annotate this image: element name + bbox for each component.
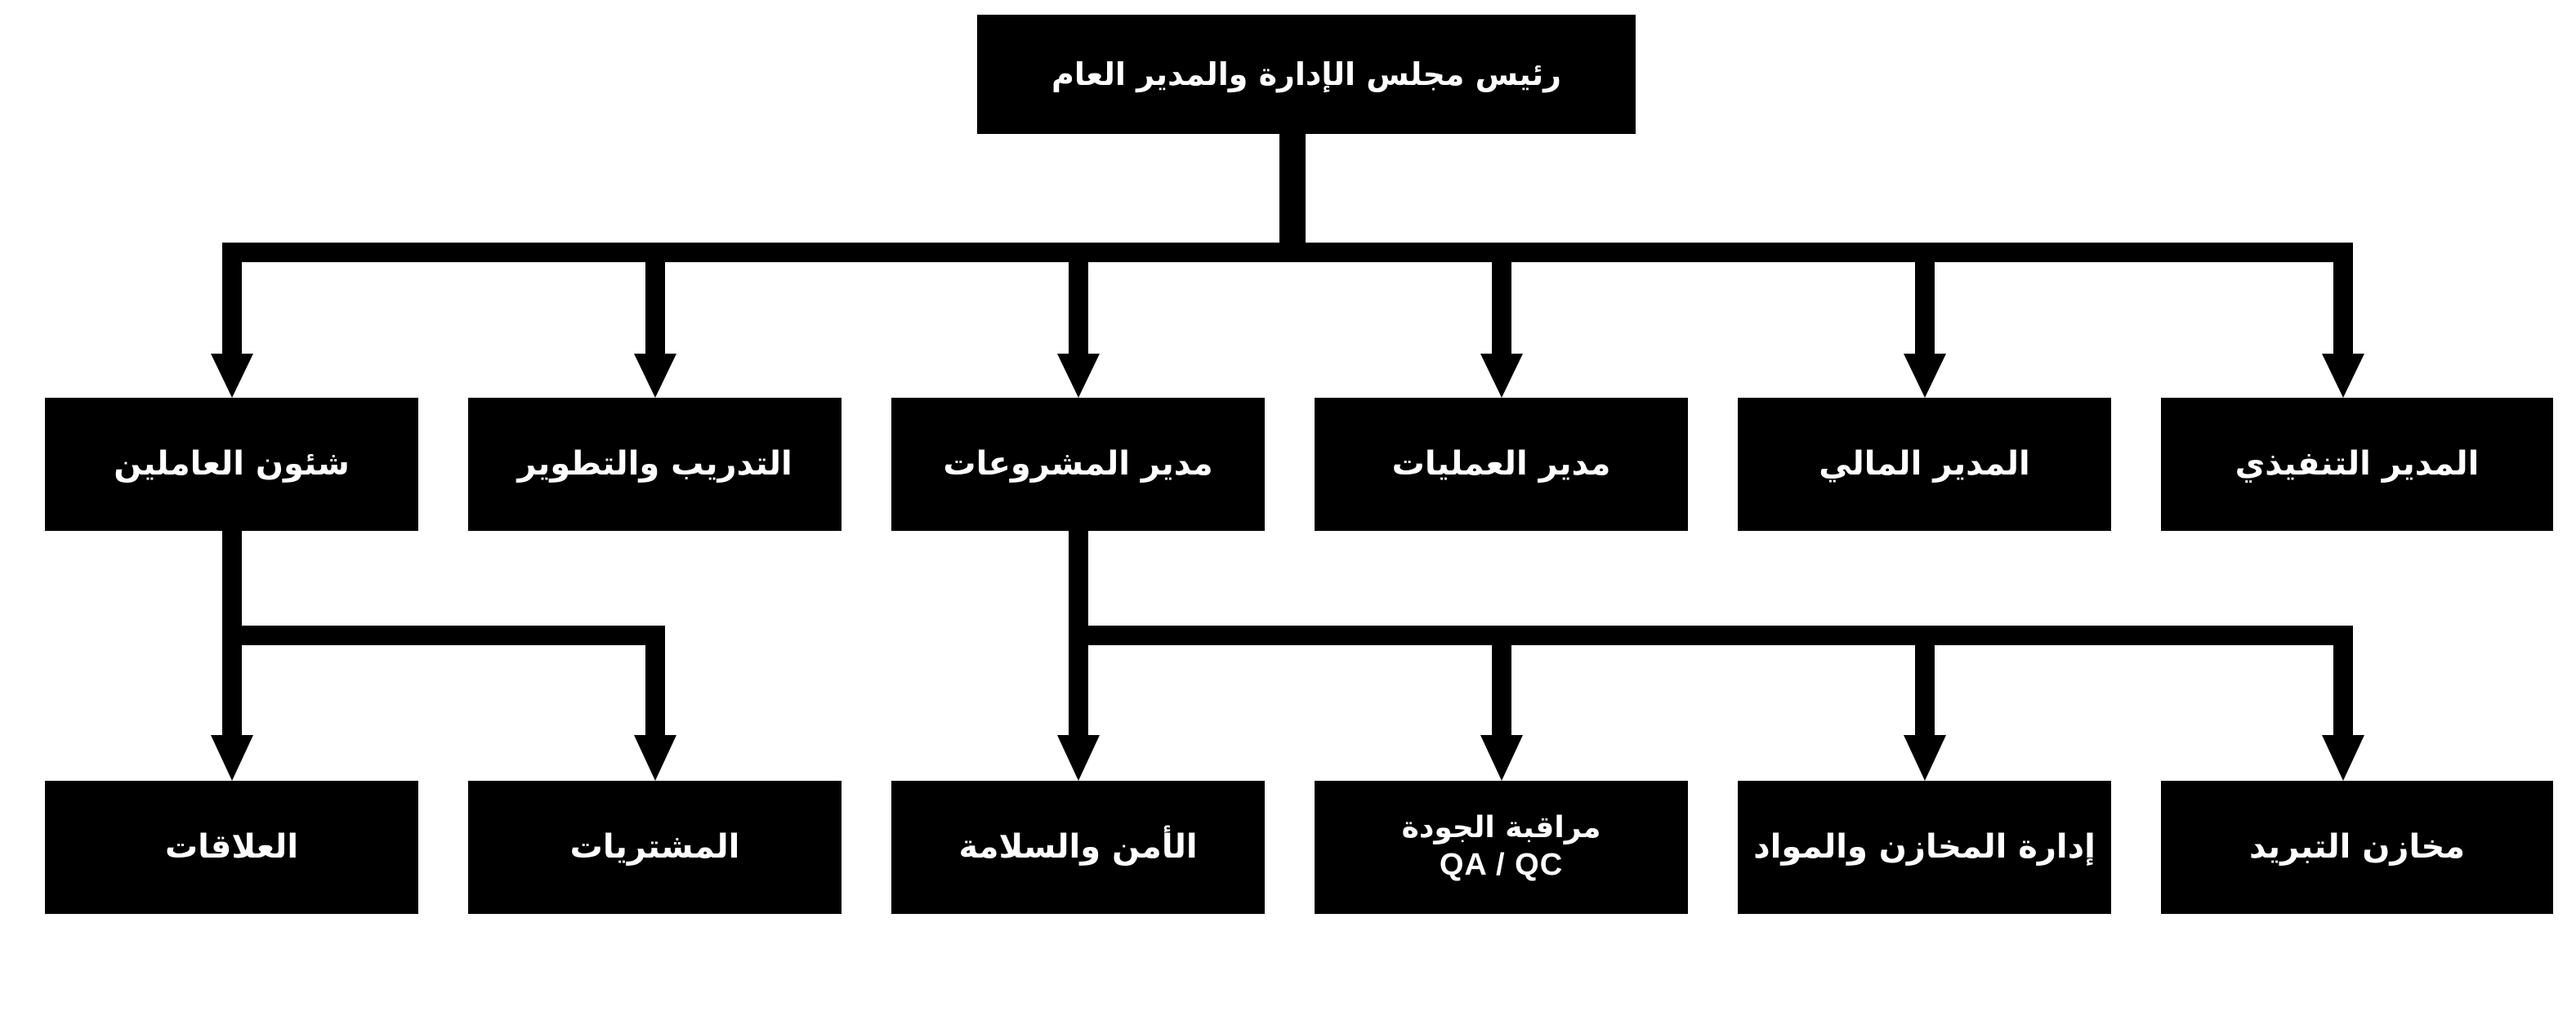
node-quality[interactable]: مراقبة الجودة QA / QC xyxy=(1315,781,1688,914)
node-cold-stores-label: مخازن التبريد xyxy=(2248,828,2466,867)
node-projects[interactable]: مدير المشروعات xyxy=(891,398,1265,531)
node-exec-label: المدير التنفيذي xyxy=(2234,445,2480,483)
node-training-label: التدريب والتطوير xyxy=(517,445,792,483)
node-root[interactable]: رئيس مجلس الإدارة والمدير العام xyxy=(977,15,1636,134)
node-warehouse-label: إدارة المخازن والمواد xyxy=(1753,828,2096,867)
edge-personnel-to-purchasing xyxy=(634,645,676,781)
node-safety[interactable]: الأمن والسلامة xyxy=(891,781,1265,914)
edge-root-to-operations xyxy=(1480,243,1523,398)
node-quality-label-secondary: QA / QC xyxy=(1439,848,1564,883)
node-purchasing-label: المشتريات xyxy=(569,828,740,867)
node-safety-label: الأمن والسلامة xyxy=(958,828,1198,867)
node-root-label: رئيس مجلس الإدارة والمدير العام xyxy=(1051,56,1561,92)
edge-projects-to-warehouse xyxy=(1904,645,1946,781)
node-finance[interactable]: المدير المالي xyxy=(1738,398,2111,531)
node-operations[interactable]: مدير العمليات xyxy=(1315,398,1688,531)
node-finance-label: المدير المالي xyxy=(1819,445,2030,483)
node-personnel-label: شئون العاملين xyxy=(114,445,350,483)
edge-projects-to-safety xyxy=(1057,645,1100,781)
edge-personnel-bus xyxy=(222,626,665,645)
node-relations-label: العلاقات xyxy=(164,828,299,867)
edge-personnel-to-relations xyxy=(211,645,253,781)
node-exec[interactable]: المدير التنفيذي xyxy=(2161,398,2553,531)
edge-projects-bus xyxy=(1069,626,2353,645)
edge-root-stem xyxy=(1279,133,1306,243)
edge-root-to-exec xyxy=(2322,243,2364,398)
edge-projects-to-quality xyxy=(1480,645,1523,781)
node-purchasing[interactable]: المشتريات xyxy=(468,781,842,914)
node-operations-label: مدير العمليات xyxy=(1391,445,1611,483)
edge-root-bus xyxy=(222,243,2353,262)
edge-projects-stem xyxy=(1069,531,1088,626)
edge-root-to-training xyxy=(634,243,676,398)
edge-personnel-stem xyxy=(222,531,242,626)
node-quality-label: مراقبة الجودة xyxy=(1401,811,1601,845)
node-training[interactable]: التدريب والتطوير xyxy=(468,398,842,531)
node-projects-label: مدير المشروعات xyxy=(943,445,1213,483)
edge-projects-to-cold-stores xyxy=(2322,645,2364,781)
node-warehouse[interactable]: إدارة المخازن والمواد xyxy=(1738,781,2111,914)
node-cold-stores[interactable]: مخازن التبريد xyxy=(2161,781,2553,914)
node-personnel[interactable]: شئون العاملين xyxy=(45,398,418,531)
edge-root-to-projects xyxy=(1057,243,1100,398)
edge-root-to-finance xyxy=(1904,243,1946,398)
edge-root-to-personnel xyxy=(211,243,253,398)
node-relations[interactable]: العلاقات xyxy=(45,781,418,914)
